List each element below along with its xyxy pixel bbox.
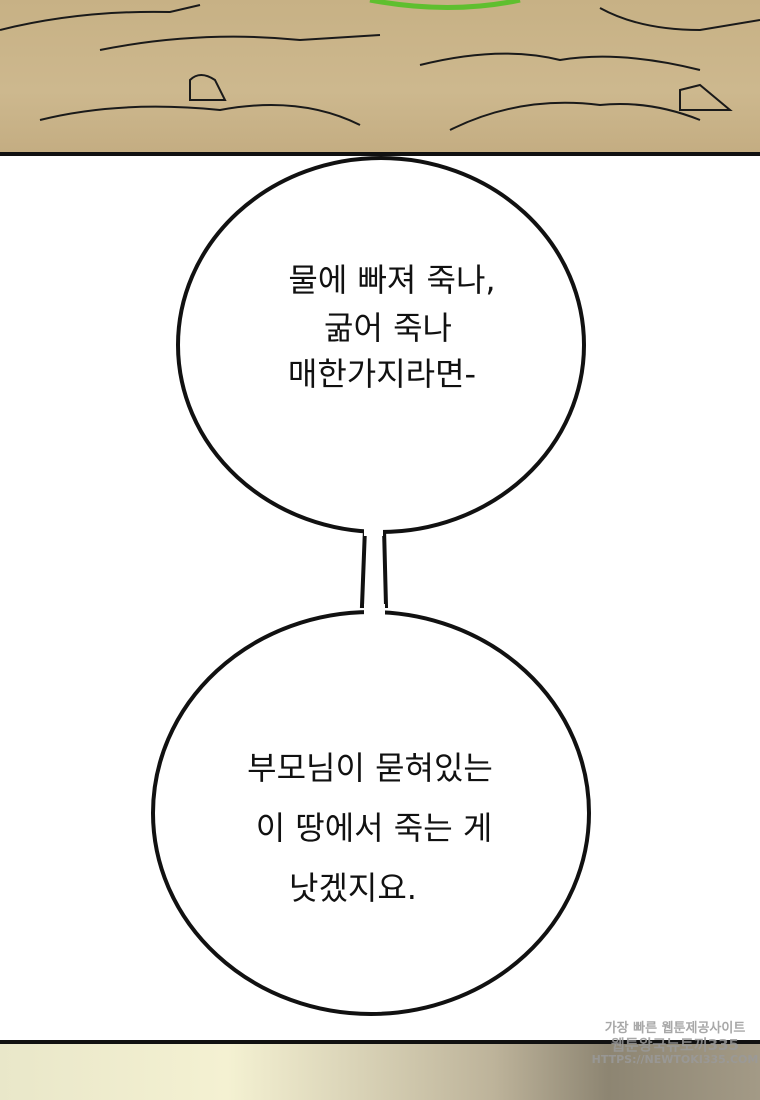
bubble-1-line-1: 물에 빠져 죽나, — [288, 261, 496, 299]
watermark-line-2: 웹툰왕국뉴토끼335 — [611, 1035, 739, 1054]
bubble-2-line-3: 낫겠지요. — [289, 869, 417, 907]
bubble-1-line-3: 매한가지라면- — [287, 355, 477, 393]
bottom-panel-art — [0, 1040, 760, 1100]
watermark: 가장 빠른 웹툰제공사이트 웹툰왕국뉴토끼335 HTTPS://NEWTOKI… — [590, 1021, 760, 1067]
top-panel-ground-art — [0, 0, 760, 156]
watermark-line-3: HTTPS://NEWTOKI335.COM — [591, 1053, 759, 1067]
ground-lines — [0, 0, 760, 131]
bubble-2-line-2: 이 땅에서 죽는 게 — [255, 809, 493, 847]
bubble-connector — [359, 527, 389, 608]
bubble-2-line-1: 부모님이 묻혀있는 — [247, 749, 493, 787]
watermark-line-1: 가장 빠른 웹툰제공사이트 — [604, 1021, 746, 1036]
bubble-1-line-2: 굶어 죽나 — [324, 309, 452, 347]
